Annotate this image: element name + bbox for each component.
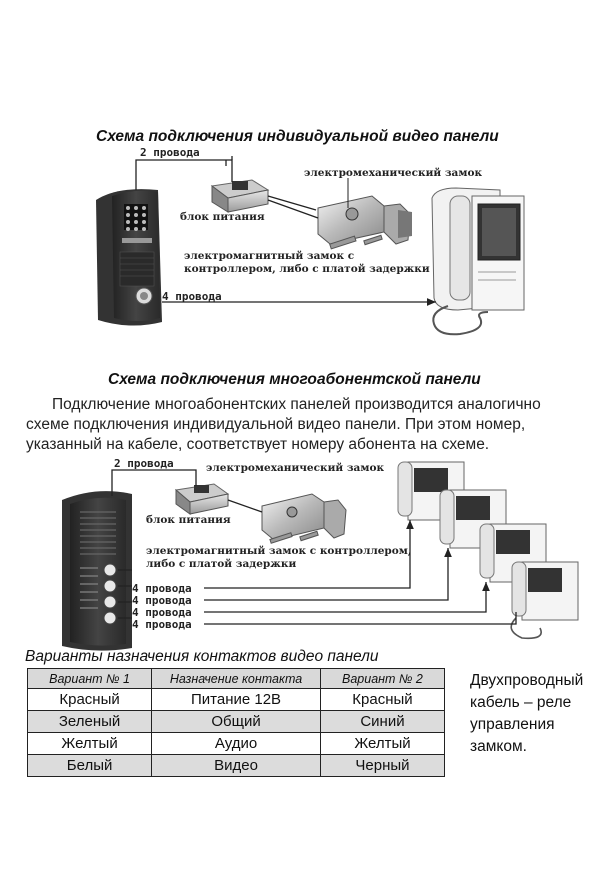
label-electromagnetic-lock-2-line2: либо с платой задержки (146, 558, 297, 570)
video-monitor (431, 187, 525, 336)
label-electromechanical-lock-2: электромеханический замок (206, 462, 385, 474)
note-line: кабель – реле (470, 694, 572, 711)
video-panel-multi-subscriber (62, 491, 132, 651)
table-cell: Красный (26, 688, 153, 711)
column-header: Вариант № 1 (26, 668, 153, 689)
table-cell: Желтый (319, 732, 446, 755)
electromechanical-lock (317, 195, 412, 250)
table-cell: Питание 12В (151, 688, 321, 711)
table-cell: Зеленый (26, 710, 153, 733)
table-row: Белый Видео Черный (26, 754, 446, 777)
paragraph-line: схеме подключения индивидуальной видео п… (26, 416, 526, 433)
label-four-wires-4: 4 провода (132, 618, 192, 631)
table-row: Желтый Аудио Желтый (26, 732, 446, 755)
table-cell: Красный (319, 688, 446, 711)
table-cell: Аудио (151, 732, 321, 755)
table-cell: Синий (319, 710, 446, 733)
diagram1-title: Схема подключения индивидуальной видео п… (96, 128, 499, 145)
label-four-wires-2: 4 провода (132, 594, 192, 607)
label-electromagnetic-lock-line1: электромагнитный замок с (184, 250, 355, 262)
table-row: Красный Питание 12В Красный (26, 688, 446, 711)
two-wire-line-2 (111, 469, 197, 496)
column-header: Вариант № 2 (319, 668, 446, 689)
label-two-wires-2: 2 провода (114, 457, 174, 470)
contacts-table-title: Варианты назначения контактов видео пане… (25, 648, 379, 665)
multi-panel-description: Подключение многоабонентских панелей про… (26, 395, 574, 455)
column-header: Назначение контакта (151, 668, 321, 689)
table-cell: Видео (151, 754, 321, 777)
note-line: управления (470, 716, 555, 733)
label-four-wires: 4 провода (162, 290, 222, 303)
label-power-block: блок питания (180, 211, 265, 223)
label-four-wires-1: 4 провода (132, 582, 192, 595)
label-two-wires: 2 провода (140, 146, 200, 159)
paragraph-line: Подключение многоабонентских панелей про… (52, 396, 541, 413)
video-monitor-4 (510, 561, 579, 640)
electromechanical-lock-2 (261, 493, 347, 544)
table-cell: Черный (319, 754, 446, 777)
table-cell: Общий (151, 710, 321, 733)
label-power-block-2: блок питания (146, 514, 231, 526)
two-wire-cable-note: Двухпроводный кабель – реле управления з… (470, 670, 595, 758)
label-electromagnetic-lock-line2: контроллером, либо с платой задержки (184, 263, 430, 275)
table-header-row: Вариант № 1 Назначение контакта Вариант … (26, 668, 446, 689)
label-electromechanical-lock: электромеханический замок (304, 167, 483, 179)
diagram2-title: Схема подключения многоабонентской панел… (108, 371, 481, 388)
power-supply-unit-2 (174, 483, 230, 515)
paragraph-line: указанный на кабеле, соответствует номер… (26, 436, 490, 453)
video-panel-individual (96, 189, 162, 326)
table-cell: Желтый (26, 732, 153, 755)
contacts-table: Вариант № 1 Назначение контакта Вариант … (26, 668, 446, 777)
note-line: замком. (470, 738, 527, 755)
table-cell: Белый (26, 754, 153, 777)
note-line: Двухпроводный (470, 672, 584, 689)
two-wire-line (135, 159, 233, 190)
label-electromagnetic-lock-2-line1: электромагнитный замок с контроллером, (146, 545, 412, 557)
table-row: Зеленый Общий Синий (26, 710, 446, 733)
label-four-wires-3: 4 провода (132, 606, 192, 619)
power-supply-unit (210, 179, 270, 213)
